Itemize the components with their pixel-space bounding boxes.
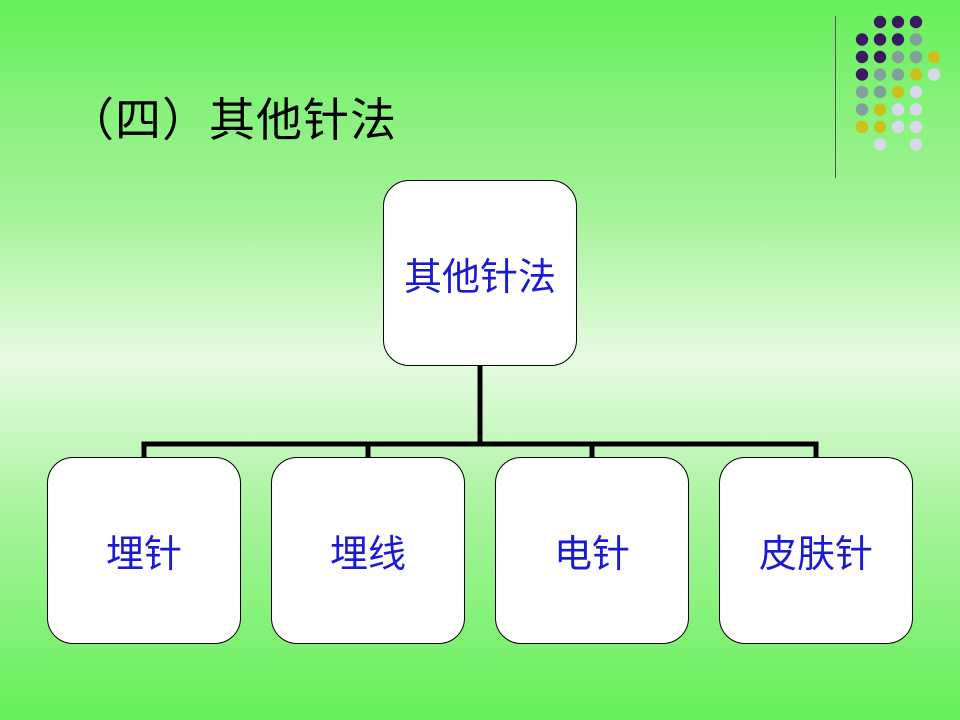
decorative-dot (909, 103, 923, 116)
decorative-dot (891, 120, 905, 134)
child-node-dermal-needle: 皮肤针 (719, 457, 913, 644)
decorative-dot (873, 85, 887, 99)
decorative-dot (909, 68, 923, 81)
decorative-dot (891, 50, 905, 64)
decorative-divider (835, 16, 836, 178)
decorative-dot (855, 33, 869, 46)
decorative-dot (873, 68, 887, 81)
decorative-dot (891, 103, 905, 116)
root-node: 其他针法 (383, 180, 577, 366)
child-node-electro-acupuncture: 电针 (495, 457, 689, 644)
decorative-dot-pattern (855, 15, 941, 151)
decorative-dot (873, 50, 887, 64)
decorative-dot (891, 85, 905, 99)
decorative-dot (909, 85, 923, 99)
decorative-dot (927, 68, 941, 81)
decorative-dot (909, 15, 923, 29)
decorative-dot (873, 15, 887, 29)
decorative-dot (873, 138, 887, 151)
child-node-buried-needle: 埋针 (47, 457, 241, 644)
decorative-dot (909, 120, 923, 134)
decorative-dot (891, 15, 905, 29)
decorative-dot (855, 68, 869, 81)
decorative-dot (909, 50, 923, 64)
decorative-dot (855, 120, 869, 134)
decorative-dot (873, 33, 887, 46)
slide-title: （四）其他针法 (68, 93, 397, 147)
child-node-catgut-embedding: 埋线 (271, 457, 465, 644)
decorative-dot (927, 50, 941, 64)
decorative-dot (855, 85, 869, 99)
decorative-dot (873, 103, 887, 116)
decorative-dot (909, 138, 923, 151)
decorative-dot (855, 50, 869, 64)
decorative-dot (891, 68, 905, 81)
decorative-dot (873, 120, 887, 134)
decorative-dot (891, 33, 905, 46)
decorative-dot (909, 33, 923, 46)
decorative-dot (855, 103, 869, 116)
